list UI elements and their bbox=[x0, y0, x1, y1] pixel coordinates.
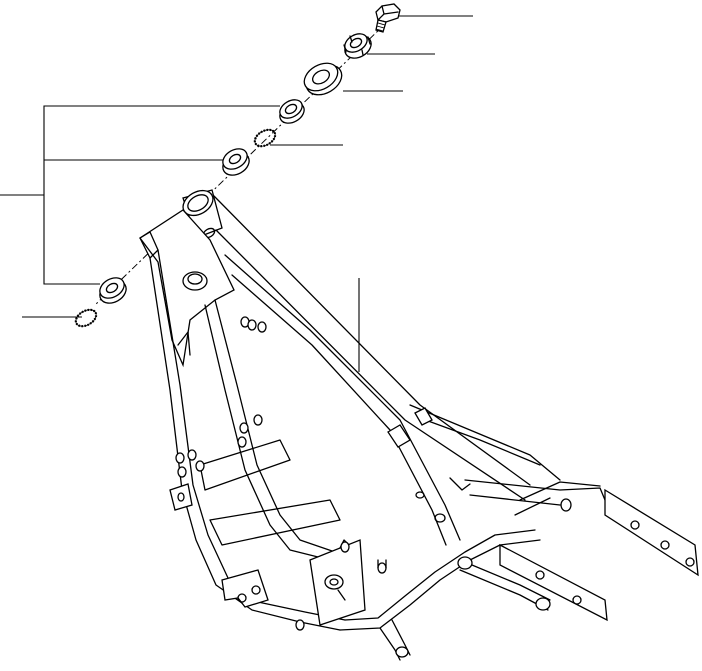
rear-plate-lower bbox=[499, 543, 608, 622]
engine-mount-studs bbox=[175, 316, 267, 478]
top-tube bbox=[213, 195, 531, 501]
lower-bearing bbox=[99, 277, 127, 304]
lower-dust-seal-ring bbox=[74, 308, 98, 328]
lower-cradle bbox=[339, 529, 541, 631]
upper-washer bbox=[303, 62, 343, 96]
upper-bearing-race bbox=[279, 99, 305, 124]
steering-stem-nut bbox=[343, 33, 372, 59]
side-bracket bbox=[169, 483, 193, 511]
upper-bearing bbox=[222, 148, 250, 176]
rear-frame bbox=[387, 404, 606, 523]
steering-stem-bolt bbox=[375, 3, 401, 33]
upper-dust-seal-ring bbox=[253, 128, 277, 148]
down-tube-left bbox=[149, 249, 346, 631]
gusset-boss bbox=[182, 271, 208, 291]
rear-plate-upper bbox=[604, 488, 699, 577]
seat-rail bbox=[224, 254, 461, 546]
frame bbox=[139, 189, 699, 661]
cross-member-upper bbox=[199, 439, 291, 491]
front-engine-bracket bbox=[221, 569, 269, 608]
cross-member-lower bbox=[209, 499, 341, 546]
down-tube-right bbox=[204, 299, 336, 561]
callout-leader-lines bbox=[0, 15, 473, 372]
bearing-group-bracket bbox=[0, 105, 280, 285]
